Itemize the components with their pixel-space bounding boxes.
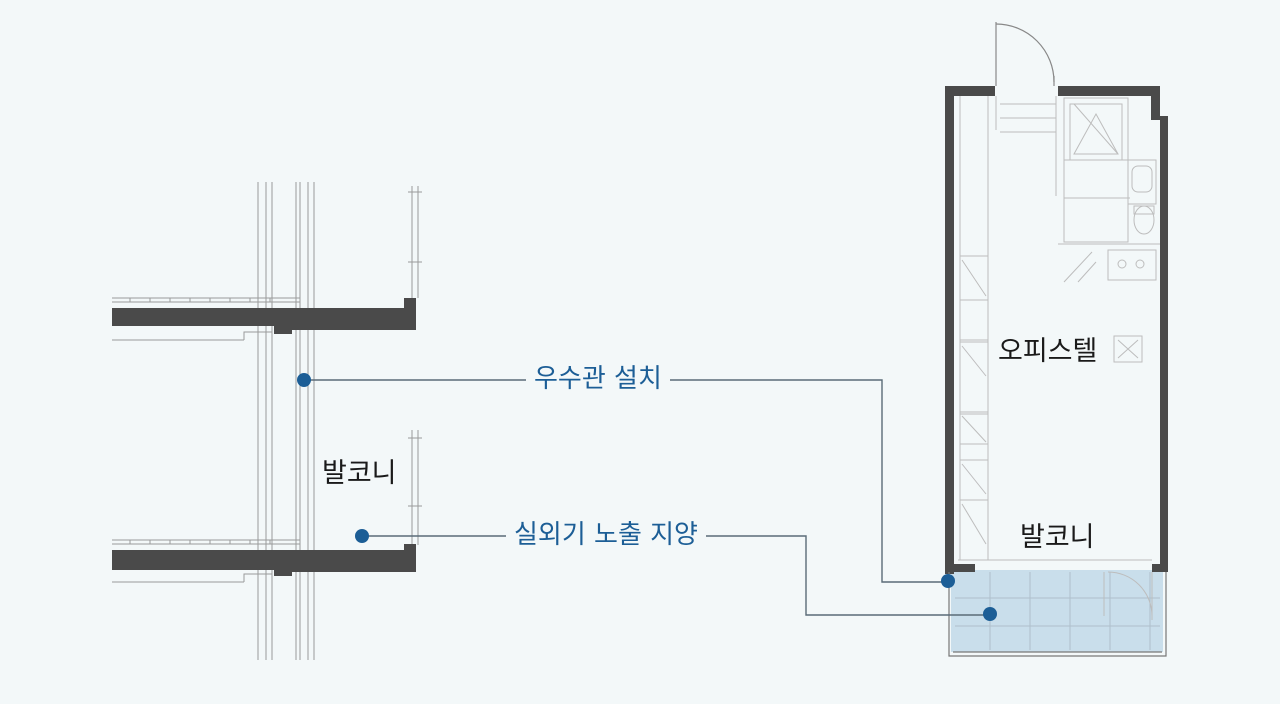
outdoor-unit-marker-left [355,529,369,543]
section-slabs [112,298,416,576]
drain-pipe-marker-left [297,373,311,387]
officetel-label: 오피스텔 [998,336,1098,367]
callout-markers [297,373,997,621]
leader-lines [304,379,990,616]
section-view [112,182,422,660]
balcony-label-section: 발코니 [322,458,397,489]
outdoor-unit-callout: 실외기 노출 지양 [506,522,706,548]
outdoor-unit-marker-right [983,607,997,621]
drain-pipe-callout: 우수관 설치 [526,366,670,392]
drain-pipe-marker-right [941,574,955,588]
balcony-label-plan: 발코니 [1020,522,1095,553]
